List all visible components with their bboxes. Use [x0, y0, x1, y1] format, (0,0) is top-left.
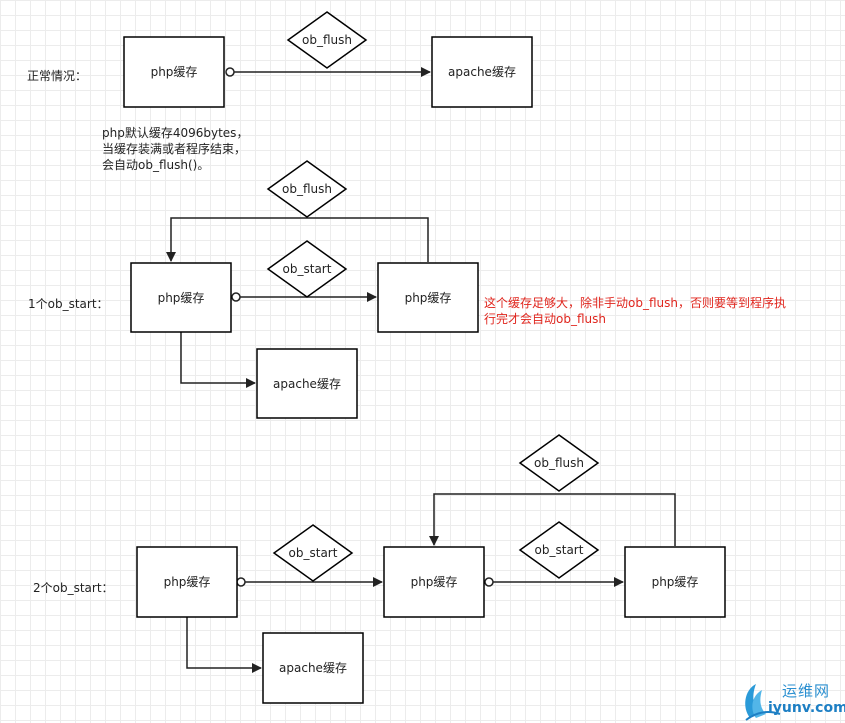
ob-flush-diamond: [266, 160, 348, 218]
php-buffer-box: [130, 262, 232, 333]
one-start-note: 这个缓存足够大，除非手动ob_flush，否则要等到程序执 行完才会自动ob_f…: [484, 295, 786, 327]
ob-flush-label: ob_flush: [282, 182, 332, 196]
ob-flush-diamond: [286, 11, 368, 69]
connector-flush-loop: [429, 493, 676, 546]
section-normal: php缓存 apache缓存 ob_flush: [123, 11, 533, 108]
apache-buffer-box: [262, 632, 364, 704]
apache-buffer-box: [256, 348, 358, 419]
ob-flush-label: ob_flush: [534, 456, 584, 470]
watermark-logo-icon: [745, 684, 781, 721]
scenario-two-ob-start-label: 2个ob_start：: [33, 581, 114, 595]
ob-start-diamond: [518, 521, 600, 579]
note-line: 会自动ob_flush()。: [102, 158, 210, 172]
watermark-bottom-text: iyunv.com: [768, 700, 845, 716]
apache-buffer-label: apache缓存: [448, 65, 516, 79]
ob-start-diamond: [266, 240, 348, 298]
apache-buffer-label: apache缓存: [279, 661, 347, 675]
ob-start-label: ob_start: [535, 543, 584, 557]
php-buffer-label: php缓存: [158, 291, 205, 305]
php-buffer-box: [123, 36, 225, 108]
section-one-ob-start: php缓存 php缓存 apache缓存 ob_flush ob_start: [130, 160, 479, 419]
connector-php-to-apache: [186, 617, 262, 673]
scenario-normal-label: 正常情况：: [27, 69, 88, 83]
connector-origin-dot: [225, 67, 235, 77]
watermark: 运维网 iyunv.com: [742, 678, 845, 722]
ob-flush-diamond: [518, 434, 600, 492]
note-line: php默认缓存4096bytes，: [102, 126, 249, 140]
note-line: 这个缓存足够大，除非手动ob_flush，否则要等到程序执: [484, 296, 786, 310]
section-two-ob-start: php缓存 php缓存 php缓存 apache缓存 ob_flush ob_s…: [136, 434, 726, 704]
connector-php-to-apache: [180, 332, 256, 388]
php-buffer-label: php缓存: [164, 575, 211, 589]
ob-flush-label: ob_flush: [302, 33, 352, 47]
ob-start-diamond: [272, 524, 354, 582]
connector-flush-loop: [166, 217, 429, 262]
apache-buffer-box: [431, 36, 533, 108]
connector-origin-dot: [231, 292, 241, 302]
note-line: 行完才会自动ob_flush: [484, 312, 606, 326]
watermark-top-text: 运维网: [782, 682, 831, 700]
ob-start-label: ob_start: [289, 546, 338, 560]
php-buffer-label: php缓存: [411, 575, 458, 589]
php-buffer-label: php缓存: [652, 575, 699, 589]
php-buffer-box: [383, 546, 485, 618]
scenario-one-ob-start-label: 1个ob_start：: [28, 297, 109, 311]
apache-buffer-label: apache缓存: [273, 377, 341, 391]
php-buffer-box: [624, 546, 726, 618]
connector-origin-dot: [236, 577, 246, 587]
php-buffer-label: php缓存: [151, 65, 198, 79]
connector-origin-dot: [484, 577, 494, 587]
php-buffer-box: [136, 546, 238, 618]
php-buffer-label: php缓存: [405, 291, 452, 305]
ob-start-label: ob_start: [283, 262, 332, 276]
php-buffer-box: [377, 262, 479, 333]
note-line: 当缓存装满或者程序结束，: [102, 142, 247, 156]
default-buffer-note: php默认缓存4096bytes， 当缓存装满或者程序结束， 会自动ob_flu…: [102, 125, 248, 173]
